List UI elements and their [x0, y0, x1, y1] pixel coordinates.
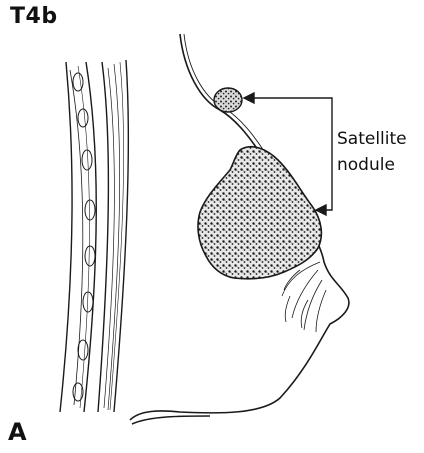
satellite-nodule-label: Satellite nodule — [337, 126, 407, 178]
satellite-label-line1: Satellite — [337, 126, 407, 152]
tumor-mass — [198, 147, 321, 279]
satellite-nodule — [214, 88, 242, 112]
panel-label: A — [8, 418, 27, 446]
satellite-label-line2: nodule — [337, 152, 407, 178]
muscle-illustration — [60, 60, 128, 412]
stage-label: T4b — [10, 4, 58, 29]
